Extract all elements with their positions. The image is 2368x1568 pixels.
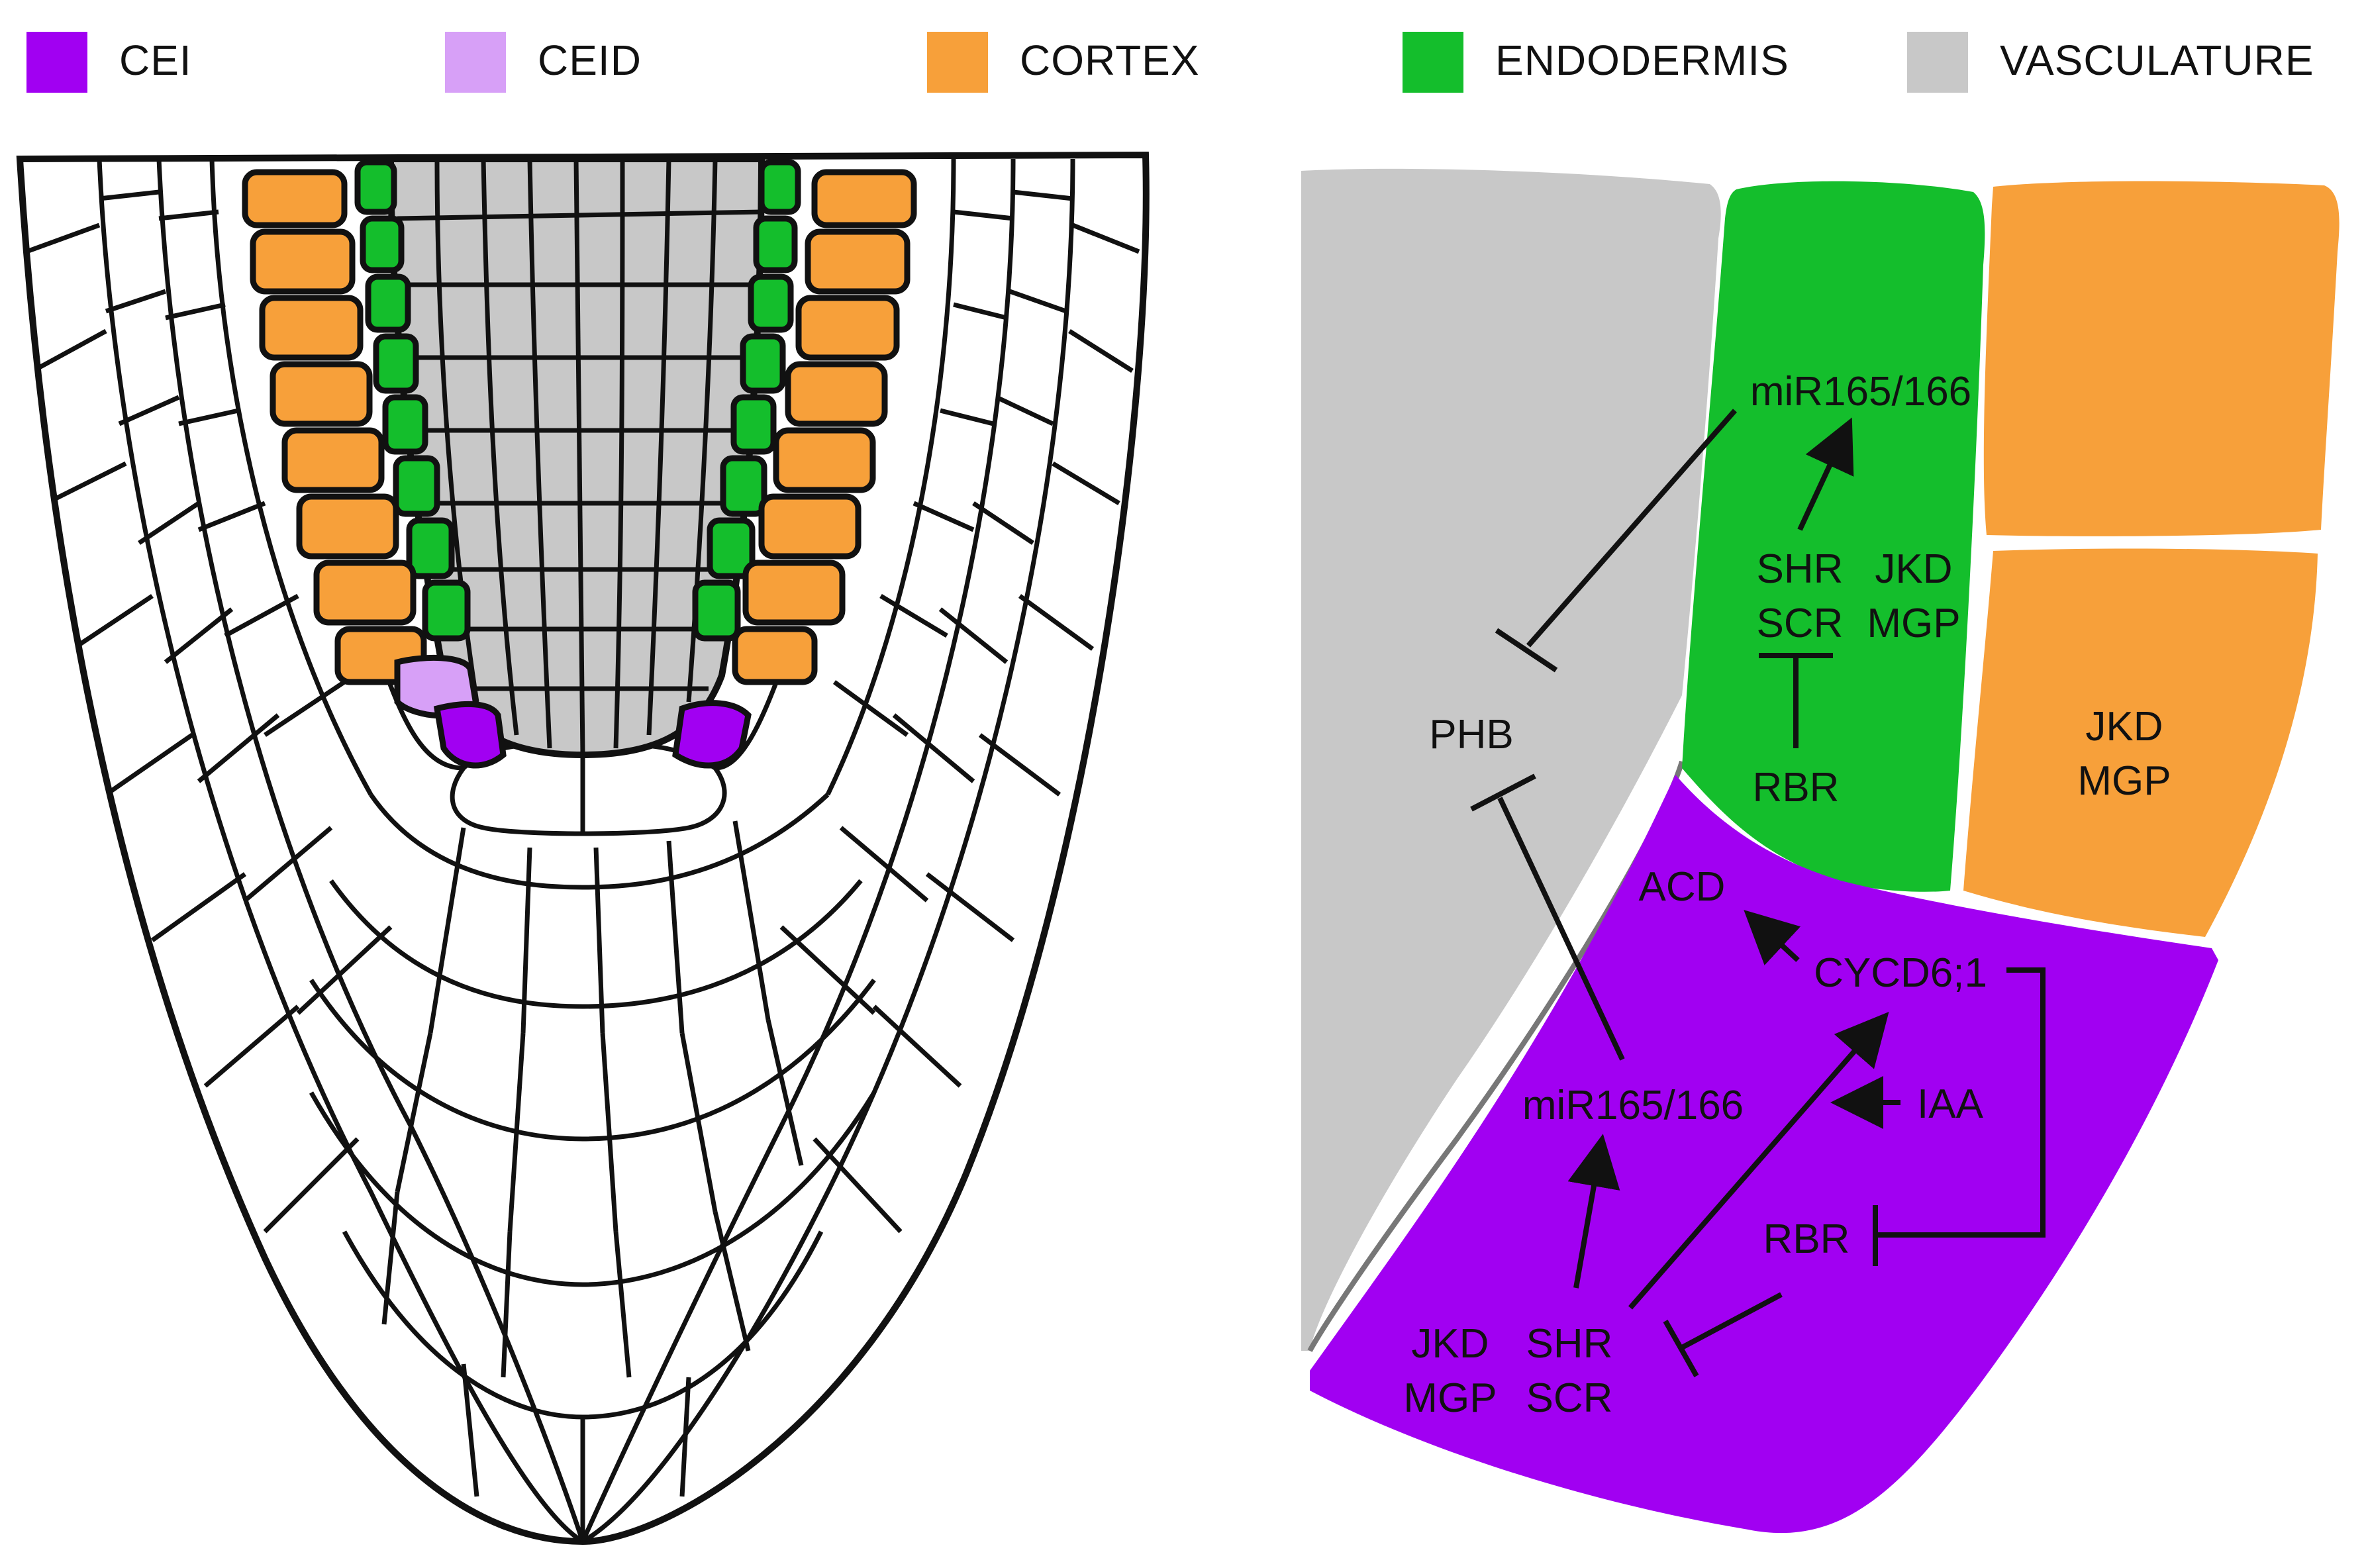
network-edges	[1470, 409, 2046, 1377]
legend: CEI CEID CORTEX ENDODERMIS VASCULATURE	[0, 0, 2368, 119]
root-cell-walls	[25, 158, 1140, 1542]
label-phb: PHB	[1429, 712, 1513, 758]
endodermis-region	[1682, 181, 1985, 892]
legend-swatch-cortex	[927, 32, 988, 93]
legend-swatch-ceid	[445, 32, 506, 93]
label-cycd6-1: CYCD6;1	[1814, 950, 1987, 996]
label-endo-mgp: MGP	[1867, 601, 1960, 646]
vasculature-region	[1301, 168, 1721, 1351]
edge-mir-inhibits-phb-endo-bar	[1495, 628, 1558, 673]
edge-mir-inhibits-phb-cei	[1497, 797, 1625, 1061]
legend-label-ceid: CEID	[538, 36, 642, 84]
label-cei-scr: SCR	[1526, 1375, 1613, 1421]
legend-swatch-endodermis	[1403, 32, 1463, 93]
edge-cycd-to-acd	[1744, 910, 1801, 965]
network-diagram: miR165/166 SHR JKD SCR MGP RBR JKD MGP P…	[1301, 168, 2340, 1534]
label-endo-scr: SCR	[1757, 601, 1844, 646]
legend-label-cortex: CORTEX	[1020, 36, 1200, 84]
label-cei-mir165-166: miR165/166	[1522, 1083, 1744, 1128]
label-acd: ACD	[1639, 864, 1726, 910]
label-cei-shr: SHR	[1526, 1321, 1613, 1367]
edge-shr-to-cycd	[1628, 1011, 1889, 1310]
label-cortex-mgp: MGP	[2077, 758, 2171, 804]
root-tip-schematic	[16, 151, 1150, 1545]
label-cortex-jkd: JKD	[2085, 704, 2163, 750]
label-cei-mgp: MGP	[1403, 1375, 1497, 1421]
label-cei-jkd: JKD	[1411, 1321, 1489, 1367]
legend-label-cei: CEI	[119, 36, 192, 84]
edge-rbr-inhibits-shr-cei-bar	[1663, 1320, 1699, 1377]
endodermis-right-file	[692, 159, 801, 642]
cei-cell-left	[433, 701, 507, 769]
edge-rbr-inhibits-shr-cei	[1681, 1292, 1783, 1350]
edge-shr-to-mir-endo	[1797, 417, 1854, 531]
legend-label-vasculature: VASCULATURE	[2000, 36, 2314, 84]
legend-swatch-cei	[26, 32, 87, 93]
label-iaa: IAA	[1917, 1081, 1984, 1127]
edge-mir-inhibits-phb-endo	[1526, 409, 1738, 648]
legend-swatch-vasculature	[1907, 32, 1968, 93]
edge-shr-to-mir-cei	[1567, 1134, 1620, 1289]
cei-cell-right	[672, 700, 752, 769]
edge-cycd-inhibits-rbr	[1875, 967, 2046, 1238]
label-endo-mir165-166: miR165/166	[1750, 369, 1971, 415]
cortex-upper-region	[1983, 181, 2340, 536]
label-endo-jkd: JKD	[1875, 546, 1952, 592]
legend-label-endodermis: ENDODERMIS	[1495, 36, 1789, 84]
network-labels: miR165/166 SHR JKD SCR MGP RBR JKD MGP P…	[1403, 369, 2171, 1421]
endodermis-left-file	[354, 159, 471, 642]
label-cei-rbr: RBR	[1763, 1216, 1850, 1262]
edge-mir-inhibits-phb-cei-bar	[1470, 773, 1536, 812]
cortex-lower-region	[1963, 548, 2318, 937]
cortex-right-file	[732, 169, 917, 685]
label-endo-rbr: RBR	[1753, 765, 1840, 810]
label-endo-shr: SHR	[1757, 546, 1844, 592]
